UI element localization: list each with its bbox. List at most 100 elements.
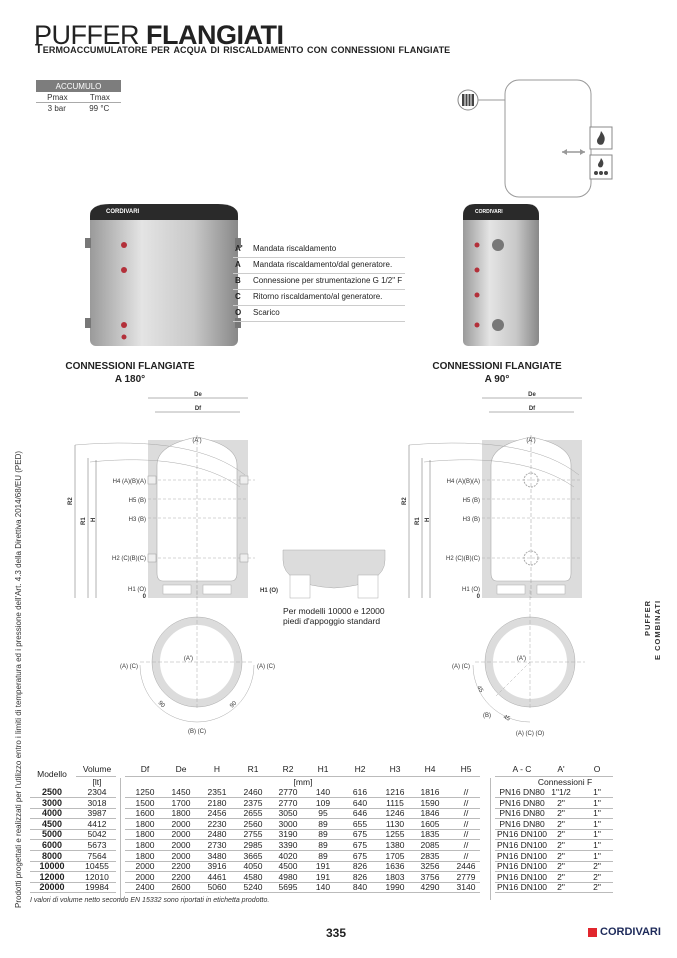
label-df: Df (529, 406, 536, 412)
table-cell: 3018 (87, 797, 107, 808)
table-cell: 2" (557, 861, 565, 872)
label-feet-h1: H1 (O) (260, 588, 278, 594)
table-cell: 2200 (171, 861, 191, 872)
column-header: H3 (389, 764, 401, 774)
table-cell: 1803 (385, 871, 405, 882)
brand-logo: CORDIVARI (588, 926, 661, 938)
table-cell: // (463, 850, 469, 861)
feet-detail: H1 (O) (260, 549, 386, 599)
table-cell: 1600 (135, 808, 155, 819)
table-cell: 3256 (420, 861, 440, 872)
title-light: PUFFER (34, 20, 140, 50)
table-cell: 1450 (171, 787, 191, 797)
table-cell: 1500 (135, 797, 155, 808)
table-cell: 2375 (243, 797, 263, 808)
table-cell: 2200 (171, 871, 191, 882)
table-cell: 1800 (135, 829, 155, 840)
column-header: R2 (282, 764, 294, 774)
photo-brand-label: CORDIVARI (106, 209, 140, 215)
table-cell: 140 (315, 787, 331, 797)
table-cell: 191 (315, 871, 331, 882)
accumulo-heading: ACCUMULO (36, 80, 121, 92)
legend-text: Scarico (253, 308, 280, 317)
table-cell: 2351 (207, 787, 227, 797)
table-cell: 2000 (171, 829, 191, 840)
table-cell: 840 (352, 882, 368, 893)
angle-label: 45 (502, 714, 511, 723)
column-header: H4 (424, 764, 436, 774)
label-top-conn: (A') (526, 438, 535, 444)
table-cell: PN16 DN100 (496, 840, 548, 850)
table-cell: PN16 DN100 (496, 861, 548, 872)
table-cell: 2" (593, 861, 601, 872)
table-cell: 191 (315, 861, 331, 872)
table-cell: 2000 (135, 861, 155, 872)
table-cell: 1" (593, 818, 601, 829)
table-cell: PN16 DN80 (499, 797, 545, 808)
table-cell: 8000 (41, 850, 63, 861)
table-cell: PN16 DN80 (499, 808, 545, 819)
legend-key: C (235, 292, 241, 301)
table-cell: 2000 (171, 850, 191, 861)
table-cell: 2" (557, 829, 565, 840)
table-cell: 6000 (41, 840, 63, 850)
label-zero: 0 (477, 594, 481, 600)
table-cell: 2" (557, 808, 565, 819)
table-cell: 12000 (39, 871, 65, 882)
label-h: H (91, 518, 97, 522)
table-cell: 2600 (171, 882, 191, 893)
table-cell: 5673 (87, 840, 107, 850)
table-cell: // (463, 808, 469, 819)
table-cell: // (463, 797, 469, 808)
label-r2: R2 (402, 497, 408, 505)
table-cell: 2755 (243, 829, 263, 840)
table-cell: 19984 (85, 882, 109, 893)
table-cell: 89 (318, 818, 328, 829)
table-cell: 1" (593, 787, 601, 797)
brand-name: CORDIVARI (600, 926, 661, 938)
table-cell: 4980 (278, 871, 298, 882)
table-cell: 2400 (135, 882, 155, 893)
table-cell: 2" (557, 850, 565, 861)
table-cell: PN16 DN100 (496, 882, 548, 893)
table-cell: 655 (352, 818, 368, 829)
column-header: H5 (460, 764, 472, 774)
table-cell: PN16 DN100 (496, 829, 548, 840)
caption-angle: A 180° (114, 374, 146, 385)
plan-bottom-label: (B) (C) (188, 729, 206, 735)
legend-key: A' (235, 244, 243, 253)
angle-label: 90 (157, 700, 166, 709)
table-cell: 2770 (278, 787, 298, 797)
label-h2: H2 (C)(B)(C) (112, 556, 146, 562)
table-cell: 1800 (135, 850, 155, 861)
label-df: Df (195, 406, 202, 412)
table-cell: 1255 (385, 829, 405, 840)
table-cell: 95 (318, 808, 328, 819)
plan-bottom-label: (A) (C) (O) (516, 731, 544, 737)
table-cell: 10000 (39, 861, 65, 872)
table-cell: 4412 (87, 818, 107, 829)
table-cell: 3916 (207, 861, 227, 872)
table-cell: 1835 (420, 829, 440, 840)
table-cell: 3987 (87, 808, 107, 819)
table-cell: 4500 (278, 861, 298, 872)
table-cell: 2985 (243, 840, 263, 850)
table-cell: // (463, 840, 469, 850)
product-photo-90: CORDIVARI (463, 204, 539, 346)
table-cell: 1" (593, 797, 601, 808)
system-schematic (457, 79, 613, 198)
label-zero: 0 (143, 594, 147, 600)
table-cell: 5060 (207, 882, 227, 893)
table-cell: 5695 (278, 882, 298, 893)
table-cell: 1246 (385, 808, 405, 819)
label-de: De (194, 392, 202, 398)
table-cell: 2560 (243, 818, 263, 829)
table-cell: 10455 (85, 861, 109, 872)
table-cell: 1800 (135, 818, 155, 829)
table-cell: 2230 (207, 818, 227, 829)
plan-b-label: (B) (483, 713, 491, 719)
